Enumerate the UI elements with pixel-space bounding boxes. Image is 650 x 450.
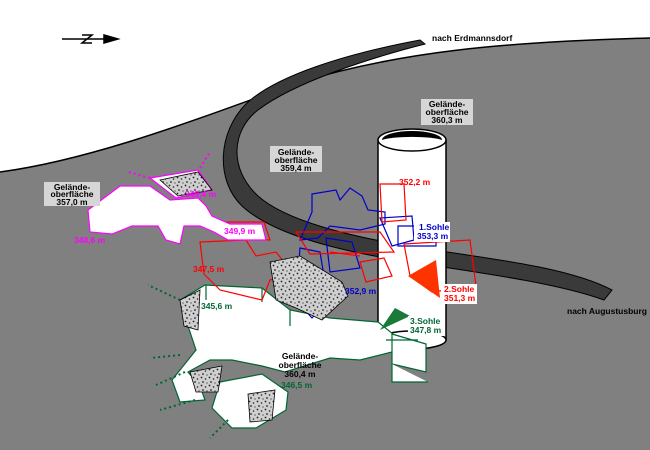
level-label-1: 1.Sohle 353,3 m: [414, 222, 450, 242]
level-label-3: 3.Sohle 347,8 m: [408, 316, 444, 336]
rubble-fill-magenta: [159, 171, 213, 197]
elevation-352-9: 352,9 m: [345, 286, 377, 296]
elevation-349-9: 349,9 m: [224, 226, 256, 236]
level-3-height: 347,8 m: [410, 325, 442, 335]
surface-bottom-line1: Gelände-: [282, 351, 319, 361]
rubble-fill-center: [269, 255, 349, 321]
surface-center-line2: oberfläche: [275, 155, 318, 165]
surface-bottom-line3: 360,4 m: [284, 369, 316, 379]
elevation-345-6: 345,6 m: [201, 301, 233, 311]
surface-label-bottom: Gelände- oberfläche 360,4 m: [279, 351, 322, 379]
elevation-347-5: 347,5 m: [193, 264, 225, 274]
surface-shaft-line3: 360,3 m: [431, 115, 463, 125]
level-2-height: 351,3 m: [444, 293, 476, 303]
level-1-name: 1.Sohle: [419, 222, 450, 232]
surface-bottom-line2: oberfläche: [279, 360, 322, 370]
surface-left-line1: Gelände-: [54, 182, 91, 192]
red-fan: [408, 260, 440, 298]
level-1-height: 353,3 m: [417, 231, 449, 241]
magenta-dotted-rays: [127, 151, 211, 179]
green-fan: [380, 308, 410, 330]
level-3-name: 3.Sohle: [410, 316, 441, 326]
surface-left-line3: 357,0 m: [56, 197, 88, 207]
road-label-erdmannsdorf: nach Erdmannsdorf: [432, 33, 512, 43]
surface-shaft-line1: Gelände-: [429, 99, 466, 109]
surface-center-line3: 359,4 m: [280, 163, 312, 173]
surface-label-center: Gelände- oberfläche 359,4 m: [270, 146, 322, 173]
road-label-augustusburg: nach Augustusburg: [567, 306, 647, 316]
north-arrow-icon: [62, 34, 121, 44]
elevation-349-4: 349,4 m: [185, 189, 217, 199]
surface-center-line1: Gelände-: [278, 147, 315, 157]
green-dotted-rays: [147, 284, 229, 439]
surface-label-shaft: Gelände- oberfläche 360,3 m: [421, 99, 473, 125]
level-2-name: 2.Sohle: [444, 284, 475, 294]
elevation-348-6: 348,6 m: [74, 235, 106, 245]
level-label-2: 2.Sohle 351,3 m: [441, 284, 477, 304]
surface-label-left: Gelände- oberfläche 357,0 m: [44, 182, 100, 207]
elevation-346-5: 346,5 m: [281, 380, 313, 390]
elevation-352-2: 352,2 m: [399, 177, 431, 187]
rubble-fill-green: [179, 289, 276, 423]
surface-left-line2: oberfläche: [51, 189, 94, 199]
level-3-green: [171, 284, 428, 429]
surface-shaft-line2: oberfläche: [426, 107, 469, 117]
